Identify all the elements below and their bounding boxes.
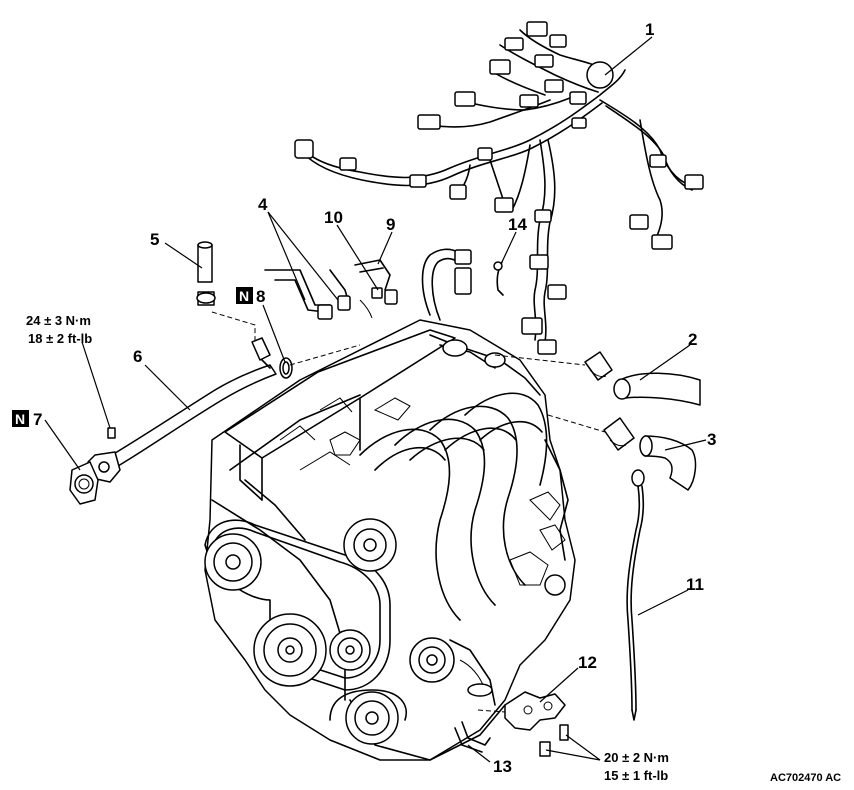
- water-hose-and-sensor: [354, 248, 472, 321]
- torque-spec-top: 24 ± 3 N·m 18 ± 2 ft-lb: [26, 313, 92, 346]
- tensioner-pulley: [253, 613, 327, 687]
- callout-3: 3: [707, 430, 716, 449]
- torque-top-metric: 24 ± 3 N·m: [26, 313, 91, 328]
- callout-labels: 1 2 3 4 5 6 7 8 9 10 11 12 13 14: [33, 20, 716, 776]
- callout-4: 4: [258, 195, 268, 214]
- new-part-mark-label: N: [15, 411, 25, 427]
- alignment-lines: [211, 311, 606, 713]
- harness-connectors: [294, 21, 704, 355]
- new-part-mark-item7: N: [12, 410, 29, 427]
- heater-hoses: [264, 269, 373, 320]
- connector-pipe: [196, 241, 216, 306]
- callout-8: 8: [256, 287, 265, 306]
- gasket-item7: [69, 461, 99, 505]
- figure-code: AC702470 AC: [770, 772, 841, 784]
- torque-top-imperial: 18 ± 2 ft-lb: [28, 331, 92, 346]
- callout-10: 10: [324, 208, 343, 227]
- water-pump-pulley: [345, 691, 399, 745]
- alternator-pulley: [329, 629, 371, 671]
- engine-assembly: [204, 319, 576, 761]
- ac-pulley: [409, 637, 455, 683]
- callout-7: 7: [33, 410, 42, 429]
- radiator-hose-lower: [603, 417, 697, 491]
- water-outlet-pipe: [87, 337, 293, 483]
- engine-wiring-harness: [294, 21, 704, 355]
- callout-12: 12: [578, 653, 597, 672]
- oil-dipstick: [626, 469, 645, 721]
- callout-14: 14: [508, 215, 527, 234]
- callout-13: 13: [493, 757, 512, 776]
- radiator-hose-upper: [584, 351, 701, 406]
- callout-9: 9: [386, 215, 395, 234]
- callout-1: 1: [645, 20, 654, 39]
- new-part-mark-item8: N: [236, 287, 253, 304]
- callout-11: 11: [686, 575, 704, 594]
- callout-5: 5: [150, 230, 159, 249]
- new-part-mark-label: N: [239, 288, 249, 304]
- crankshaft-pulley: [204, 533, 262, 591]
- torque-bottom-imperial: 15 ± 1 ft-lb: [604, 768, 668, 783]
- leader-lines: [44, 36, 707, 763]
- mounting-bracket: [504, 691, 569, 757]
- callout-6: 6: [133, 347, 142, 366]
- callout-2: 2: [688, 330, 697, 349]
- idler-pulley: [343, 518, 397, 572]
- torque-spec-bottom: 20 ± 2 N·m 15 ± 1 ft-lb: [604, 750, 669, 783]
- torque-bottom-metric: 20 ± 2 N·m: [604, 750, 669, 765]
